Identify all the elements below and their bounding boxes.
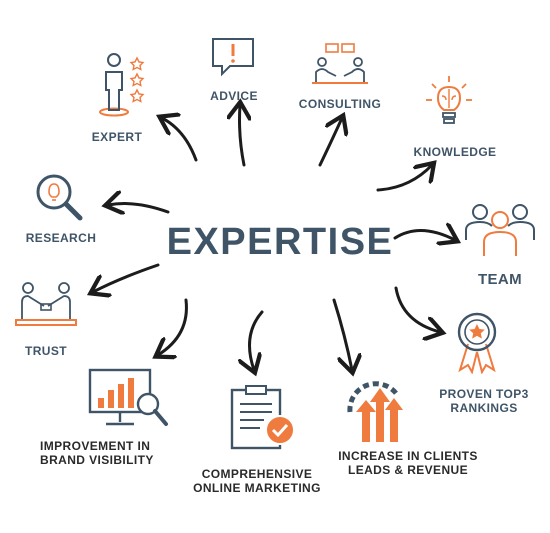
growth-gear-arrows-icon xyxy=(347,381,403,442)
arrow-research xyxy=(108,204,170,212)
arrow-trust xyxy=(93,263,160,292)
consulting-meeting-icon xyxy=(312,43,368,84)
expert-person-stars-icon xyxy=(99,53,145,117)
knowledge-brain-bulb-icon xyxy=(426,76,472,124)
visibility-monitor-chart-icon xyxy=(88,368,168,426)
label-clients-line2: LEADS & REVENUE xyxy=(347,463,469,477)
arrow-expert xyxy=(162,118,198,162)
label-trust: TRUST xyxy=(25,344,67,358)
arrow-consulting xyxy=(318,118,342,167)
advice-speech-bubble-icon xyxy=(212,38,254,77)
label-advice: ADVICE xyxy=(210,89,258,103)
arrow-visibility xyxy=(158,298,188,355)
trust-handshake-icon xyxy=(15,282,77,326)
label-proven-line1: PROVEN TOP3 xyxy=(439,387,529,401)
arrow-clients xyxy=(332,298,352,370)
clipboard-checkmark-icon xyxy=(230,385,295,450)
label-proven-line2: RANKINGS xyxy=(450,401,518,415)
label-online-line1: COMPREHENSIVE xyxy=(201,467,313,481)
arrow-proven xyxy=(394,286,440,332)
research-magnifier-icon xyxy=(36,174,83,221)
arrow-online xyxy=(250,310,264,370)
label-knowledge: KNOWLEDGE xyxy=(413,145,497,159)
center-title: EXPERTISE xyxy=(166,221,394,263)
arrow-team xyxy=(393,230,455,240)
label-team: TEAM xyxy=(477,271,523,288)
label-visibility-line1: IMPROVEMENT IN xyxy=(40,439,151,453)
team-people-icon xyxy=(465,204,535,256)
label-expert: EXPERT xyxy=(91,130,143,144)
arrow-knowledge xyxy=(376,165,432,192)
award-ribbon-icon xyxy=(457,312,497,374)
label-clients-line1: INCREASE IN CLIENTS xyxy=(338,449,478,463)
label-online-line2: ONLINE MARKETING xyxy=(193,481,321,495)
arrow-advice xyxy=(240,105,245,167)
label-research: RESEARCH xyxy=(25,231,97,245)
label-consulting: CONSULTING xyxy=(298,97,382,111)
label-visibility-line2: BRAND VISIBILITY xyxy=(40,453,154,467)
